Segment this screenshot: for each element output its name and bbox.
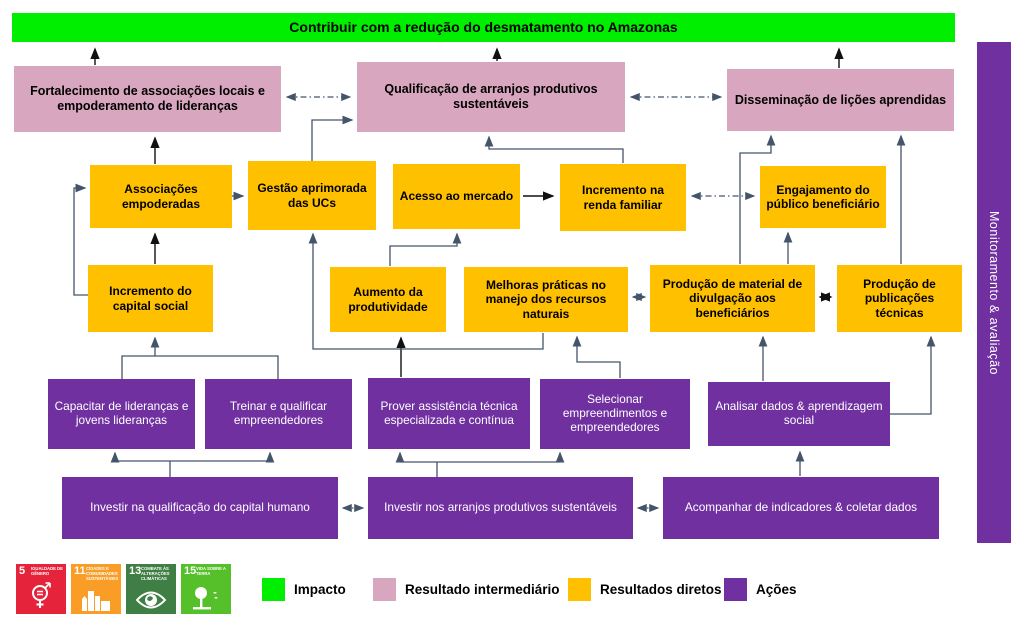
impact-banner: Contribuir com a redução do desmatamento…	[12, 13, 955, 42]
city-buildings-icon	[82, 591, 110, 611]
monitoring-bar: Monitoramento & avaliação	[977, 42, 1011, 543]
legend-actions-label: Ações	[756, 582, 797, 597]
legend-direct-swatch	[568, 578, 591, 601]
sdg-5-number: 5	[19, 565, 26, 577]
legend-intermediate-label: Resultado intermediário	[405, 582, 560, 597]
sdg-5-title: Igualdade de gênero	[31, 566, 63, 576]
action-prover: Prover assistência técnica especializada…	[368, 378, 530, 449]
sdg-11-number: 11	[74, 565, 86, 577]
direct-result-produtividade: Aumento da produtividade	[330, 267, 446, 332]
direct-result-renda: Incremento na renda familiar	[560, 164, 686, 231]
direct-result-acesso: Acesso ao mercado	[393, 164, 520, 229]
intermediate-result-fortalecimento: Fortalecimento de associações locais e e…	[14, 66, 281, 132]
action-analisar: Analisar dados & aprendizagem social	[708, 382, 890, 446]
action-capacitar: Capacitar de lideranças e jovens lideran…	[48, 379, 195, 449]
direct-result-capital-social: Incremento do capital social	[88, 265, 213, 332]
sdg-13-title: Combate às alterações climáticas	[141, 566, 170, 581]
action-investir-capital: Investir na qualificação do capital huma…	[62, 477, 338, 539]
monitoring-bar-label: Monitoramento & avaliação	[987, 210, 1001, 375]
intermediate-result-disseminacao: Disseminação de lições aprendidas	[727, 69, 954, 131]
legend-impact-swatch	[262, 578, 285, 601]
direct-result-material-divulgacao: Produção de material de divulgação aos b…	[650, 265, 815, 332]
sdg-11-tile: 11 Cidades e comunidades sustentáveis	[71, 564, 121, 614]
legend-direct-label: Resultados diretos	[600, 582, 722, 597]
legend-intermediate-swatch	[373, 578, 396, 601]
action-acompanhar: Acompanhar de indicadores & coletar dado…	[663, 477, 939, 539]
action-investir-arranjos: Investir nos arranjos produtivos sustent…	[368, 477, 633, 539]
direct-result-melhores-praticas: Melhoras práticas no manejo dos recursos…	[464, 267, 628, 332]
sdg-15-tile: 15 Vida sobre a terra	[181, 564, 231, 614]
sdg-5-tile: 5 Igualdade de gênero	[16, 564, 66, 614]
sdg-13-tile: 13 Combate às alterações climáticas	[126, 564, 176, 614]
sdg-15-title: Vida sobre a terra	[196, 566, 226, 576]
action-treinar: Treinar e qualificar empreendedores	[205, 379, 352, 449]
intermediate-result-qualificacao: Qualificação de arranjos produtivos sust…	[357, 62, 625, 132]
sdg-11-title: Cidades e comunidades sustentáveis	[86, 566, 119, 581]
direct-result-publicacoes: Produção de publicações técnicas	[837, 265, 962, 332]
action-selecionar: Selecionar empreendimentos e empreendedo…	[540, 379, 690, 449]
direct-result-associacoes: Associações empoderadas	[90, 165, 232, 228]
direct-result-engajamento: Engajamento do público beneficiário	[760, 166, 886, 228]
legend-actions-swatch	[724, 578, 747, 601]
sdg-15-number: 15	[184, 565, 197, 577]
direct-result-gestao: Gestão aprimorada das UCs	[248, 161, 376, 230]
gender-equality-icon	[32, 582, 51, 608]
climate-eye-globe-icon	[135, 591, 167, 609]
legend-impact-label: Impacto	[294, 582, 346, 597]
tree-life-on-land-icon	[193, 587, 218, 610]
sdg-13-number: 13	[129, 565, 142, 577]
